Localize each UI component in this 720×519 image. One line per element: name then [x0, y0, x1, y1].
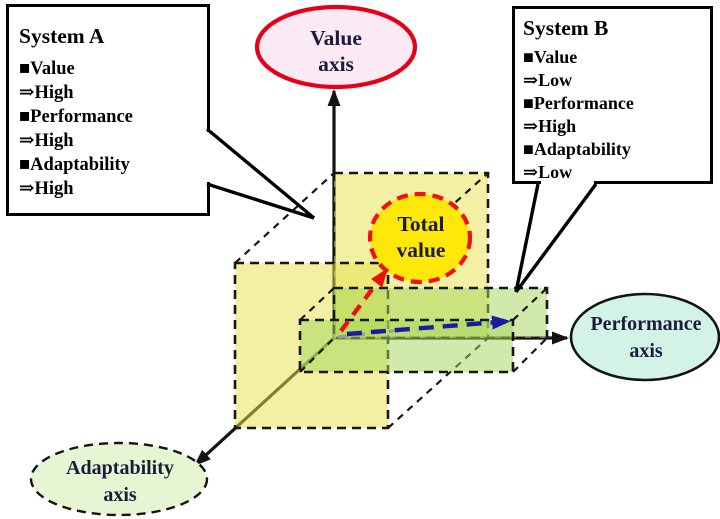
system-a-callout: System A ■Value ⇒High ■Performance ⇒High… [6, 4, 210, 216]
callout-line: ⇒Low [523, 162, 573, 182]
callout-line: ⇒High [19, 131, 74, 151]
system-b-tail-left [514, 183, 540, 293]
total-value-label-line2: value [397, 238, 446, 262]
callout-line: ■Performance [19, 107, 133, 127]
total-value-vector-arrow [339, 267, 389, 333]
system-b-title: System B [523, 16, 609, 40]
total-value-bubble: Total value [367, 191, 473, 285]
performance-axis-ellipse [569, 292, 720, 382]
performance-axis-bubble: Performance axis [569, 292, 720, 382]
flatbox-depth-edge-bottom-right [512, 337, 548, 373]
performance-vector-shadow [337, 328, 401, 339]
adaptability-axis-ellipse [29, 441, 209, 517]
system-b-tail-right [514, 182, 598, 294]
callout-line: ■Value [19, 59, 75, 79]
performance-vector-arrow [346, 315, 511, 337]
adaptability-axis-bubble: Adaptability axis [29, 441, 209, 517]
system-a-callout-tail [205, 127, 316, 220]
adaptability-axis-label-line1: Adaptability [66, 457, 174, 479]
callout-line: ■Adaptability [523, 139, 631, 159]
system-b-callout: System B ■Value ⇒Low ■Performance ⇒High … [512, 6, 713, 184]
value-axis-label-line2: axis [318, 52, 354, 76]
system-a-lines: ■Value ⇒High ■Performance ⇒High ■Adaptab… [19, 57, 203, 201]
callout-line: ■Performance [523, 93, 634, 113]
performance-axis-label-line2: axis [629, 340, 663, 362]
system-b-lines: ■Value ⇒Low ■Performance ⇒High ■Adaptabi… [523, 46, 706, 184]
flatbox-depth-edge-bottom-left [299, 337, 335, 373]
value-axis-bubble: Value axis [254, 4, 418, 90]
total-value-circle [367, 191, 473, 285]
system-b-callout-tail [514, 179, 598, 294]
value-axis-ellipse [254, 4, 418, 90]
callout-line: ⇒High [19, 83, 74, 103]
callout-line: ⇒High [19, 179, 74, 199]
performance-axis-label-line1: Performance [590, 313, 701, 335]
value-axis-label-line1: Value [310, 26, 362, 50]
system-a-tail-lower [206, 182, 315, 220]
system-a-tail-upper [205, 127, 316, 220]
total-value-label-line1: Total [398, 212, 445, 236]
callout-line: ⇒Low [523, 70, 573, 90]
cube-depth-edge-bottom-right [387, 337, 489, 429]
callout-line: ⇒High [523, 116, 577, 136]
adaptability-axis-label-line2: axis [103, 484, 137, 506]
callout-line: ■Adaptability [19, 155, 130, 175]
cube-depth-edge-top-left [234, 172, 335, 264]
callout-line: ■Value [523, 47, 578, 67]
system-a-title: System A [19, 24, 105, 48]
